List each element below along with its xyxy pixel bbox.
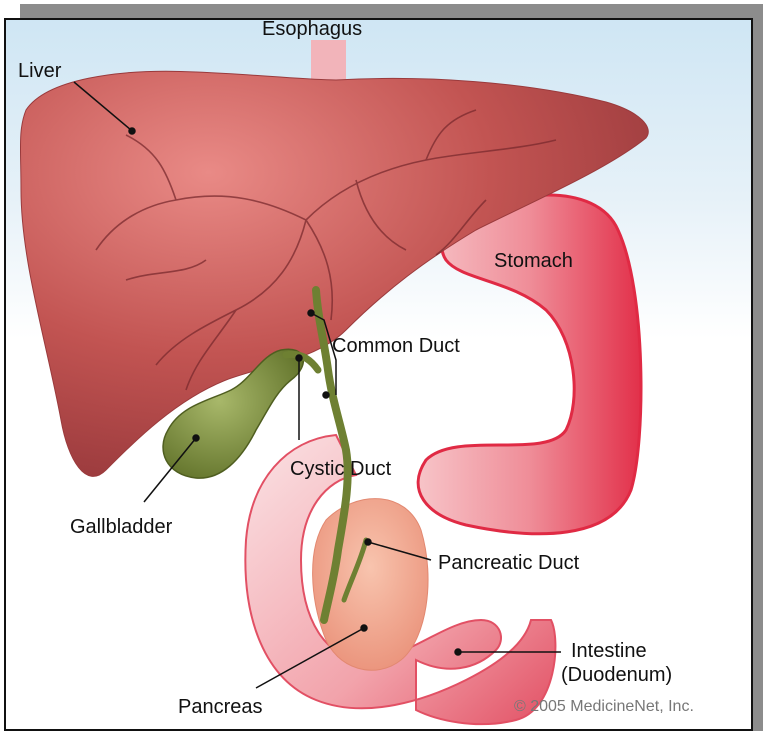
label-cystic-duct: Cystic Duct — [290, 458, 391, 481]
label-esophagus: Esophagus — [262, 18, 362, 41]
label-common-duct: Common Duct — [332, 335, 460, 358]
label-pancreatic-duct: Pancreatic Duct — [438, 552, 579, 575]
diagram-frame: Esophagus Liver Stomach Common Duct Cyst… — [4, 18, 753, 731]
label-duodenum: (Duodenum) — [561, 664, 672, 687]
label-stomach: Stomach — [494, 250, 573, 273]
label-pancreas: Pancreas — [178, 696, 263, 719]
copyright-credit: © 2005 MedicineNet, Inc. — [514, 698, 694, 716]
anatomy-illustration — [6, 20, 751, 729]
label-intestine: Intestine — [571, 640, 647, 663]
frame-shadow-right — [753, 4, 763, 731]
label-gallbladder: Gallbladder — [70, 516, 172, 539]
label-liver: Liver — [18, 60, 61, 83]
